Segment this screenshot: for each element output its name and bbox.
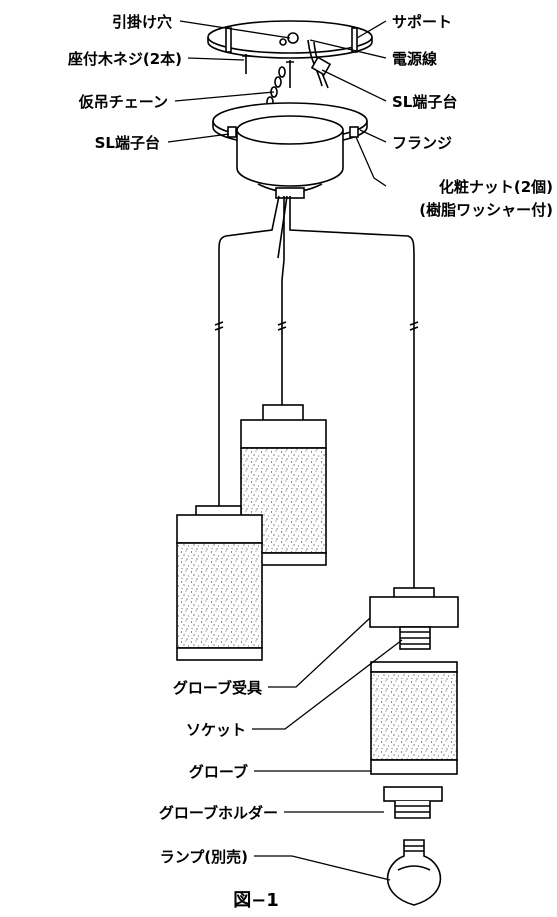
label-resin-washer: (樹脂ワッシャー付) [419, 201, 553, 219]
leader-lines [167, 20, 403, 881]
globe [370, 661, 458, 775]
label-support: サポート [392, 13, 452, 31]
canopy-body [236, 115, 344, 199]
globe-holder [383, 786, 443, 819]
suspension-cords [214, 195, 419, 596]
deco-nut-right [349, 126, 359, 138]
label-lamp: ランプ(別売) [160, 848, 248, 866]
label-socket: ソケット [186, 721, 246, 739]
labels: 引掛け穴 サポート 座付木ネジ(2本) 電源線 仮吊チェーン SL端子台 SL端… [67, 13, 553, 866]
globe-receiver [369, 587, 459, 628]
label-globe-receiver: グローブ受具 [173, 679, 262, 697]
label-hook-hole: 引掛け穴 [112, 13, 172, 31]
wood-screws [242, 54, 294, 88]
label-temp-chain: 仮吊チェーン [78, 93, 168, 111]
label-power-cord: 電源線 [392, 50, 437, 68]
label-deco-nut: 化粧ナット(2個) [439, 178, 553, 196]
deco-nut-left [227, 126, 237, 138]
label-flange: フランジ [392, 134, 452, 152]
ceiling-plate [207, 20, 373, 59]
figure-caption: 図−1 [233, 890, 279, 911]
socket [399, 626, 431, 650]
label-sl-terminal-right: SL端子台 [392, 93, 457, 111]
shade-left [176, 505, 263, 661]
lamp-bulb [386, 839, 442, 906]
label-globe-holder: グローブホルダー [159, 804, 278, 822]
label-globe: グローブ [189, 763, 248, 781]
temporary-chain [266, 66, 286, 108]
label-wood-screw: 座付木ネジ(2本) [67, 50, 182, 68]
label-sl-terminal-left: SL端子台 [95, 134, 160, 152]
power-cord [307, 39, 332, 89]
